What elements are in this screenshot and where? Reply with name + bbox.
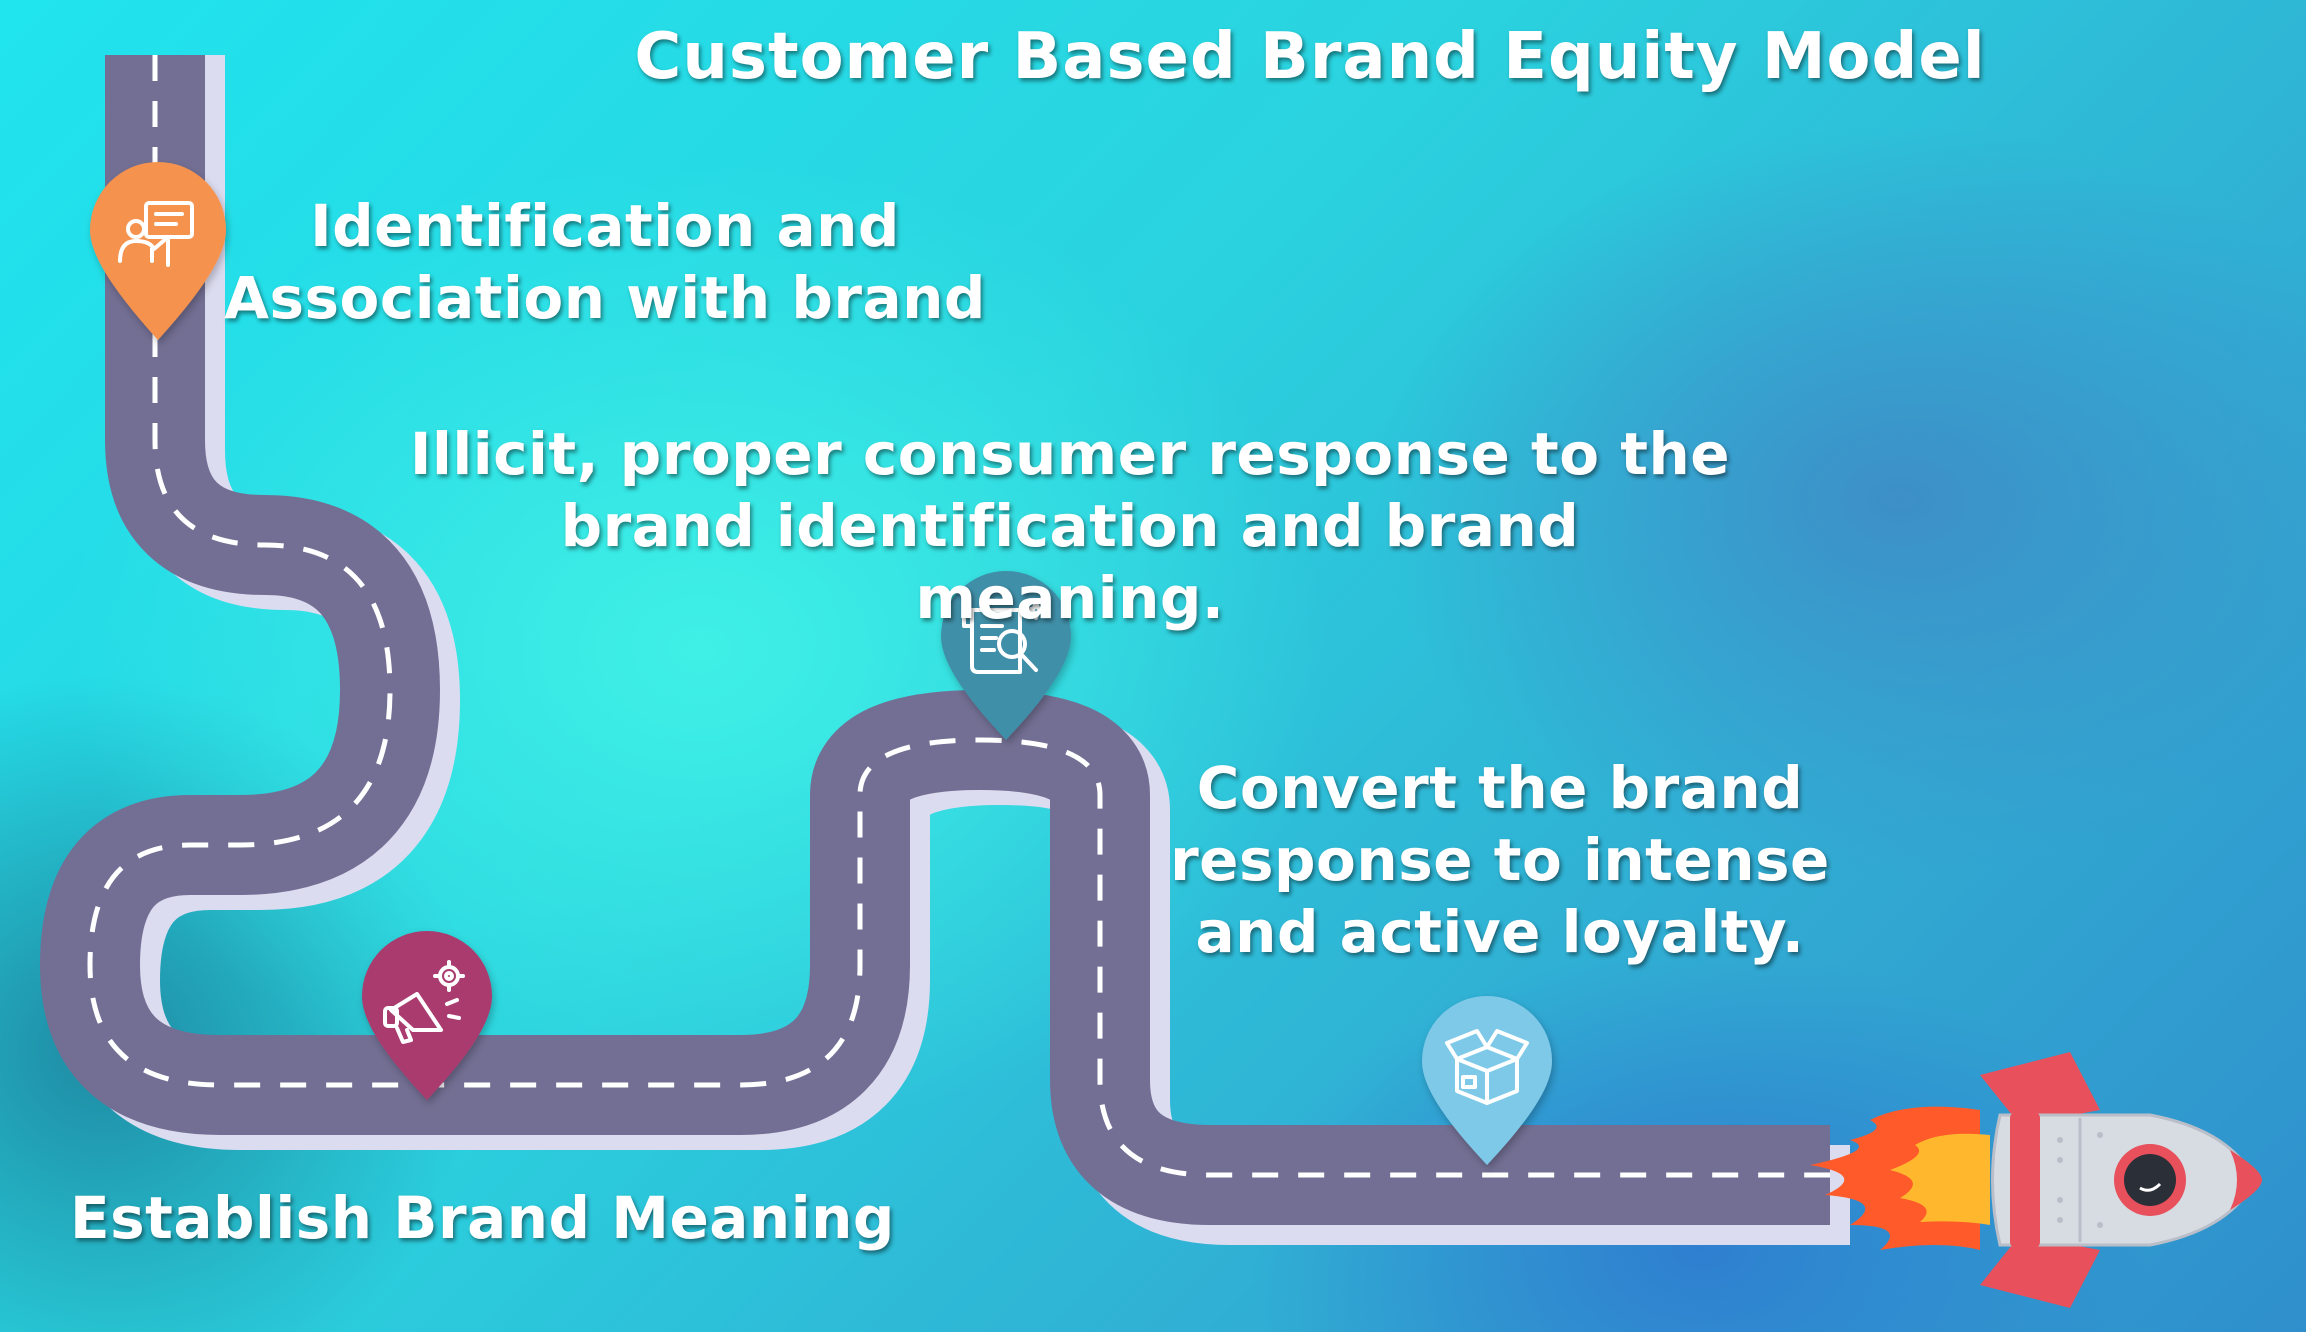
step-1-label: Identification and Association with bran…: [224, 192, 986, 332]
rocket: [1810, 1052, 2262, 1308]
road-lane-markings: [87, 55, 1830, 1178]
step-4-pin: [1422, 996, 1552, 1165]
megaphone-gear-icon: [383, 960, 465, 1044]
rocket-flame-inner: [1890, 1133, 1990, 1225]
document-search-icon: [962, 600, 1046, 674]
diagram-title: Customer Based Brand Equity Model: [634, 20, 1986, 94]
step-3-pin: [941, 571, 1071, 740]
rocket-band: [2010, 1112, 2040, 1248]
step-3-label: Illicit, proper consumer response to the…: [409, 420, 1731, 632]
step-4-label: Convert the brand response to intense an…: [1170, 754, 1830, 966]
rocket-fin-top: [1980, 1052, 2100, 1125]
step-1-pin: [90, 162, 226, 340]
open-box-icon: [1445, 1029, 1529, 1105]
rocket-fin-bottom: [1980, 1235, 2100, 1308]
step-2-pin: [362, 931, 492, 1100]
step-2-label: Establish Brand Meaning: [70, 1184, 895, 1252]
presentation-icon: [118, 201, 194, 267]
rocket-nose: [2230, 1150, 2262, 1210]
